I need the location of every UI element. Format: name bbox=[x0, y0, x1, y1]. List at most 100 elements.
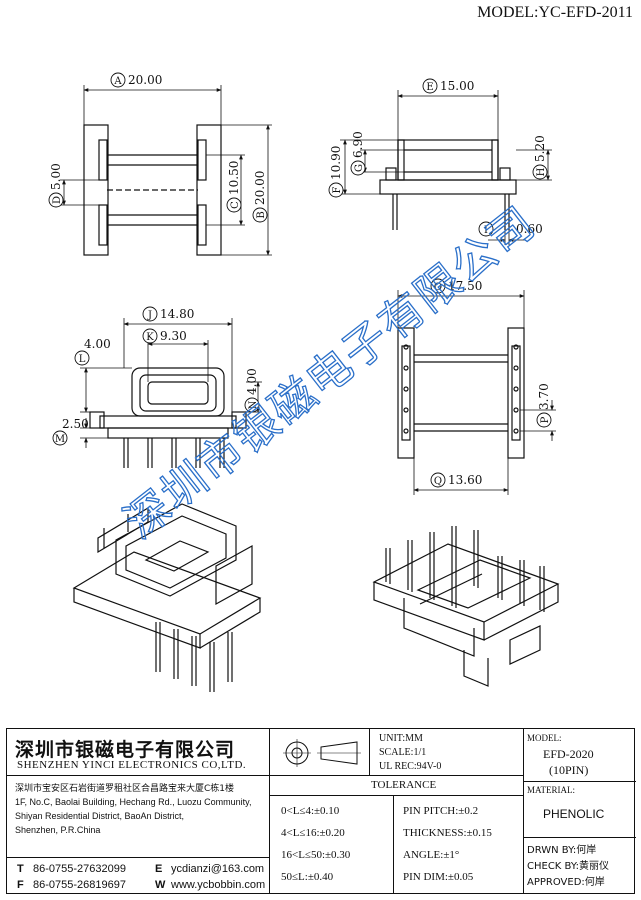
dim-marker-circle bbox=[142, 306, 158, 322]
dim-marker-circle bbox=[350, 160, 366, 176]
dim-value: 17.50 bbox=[448, 279, 482, 293]
model-value: EFD-2020 bbox=[543, 747, 594, 761]
dim-value: 3.70 bbox=[537, 383, 551, 410]
dim-marker-circle bbox=[328, 182, 344, 198]
dim-value: 2.50 bbox=[62, 417, 89, 431]
dim-marker-circle bbox=[532, 164, 548, 180]
dim-marker-circle bbox=[142, 328, 158, 344]
fax-value: 86-0755-26819697 bbox=[33, 879, 126, 891]
check-by: CHECK BY:黄丽仪 bbox=[527, 861, 610, 872]
dim-value: 4.00 bbox=[84, 337, 111, 351]
dim-letter: N bbox=[248, 400, 259, 409]
top-view bbox=[60, 85, 272, 256]
dim-f: F 10.90 bbox=[328, 146, 344, 198]
dim-marker-circle bbox=[478, 221, 494, 237]
side-view bbox=[340, 90, 552, 245]
company-address-en-3: Shenzhen, P.R.China bbox=[15, 825, 101, 835]
dim-letter: Q bbox=[434, 476, 442, 487]
dim-b: B20.00 bbox=[252, 171, 268, 223]
tel-value: 86-0755-27632099 bbox=[33, 863, 126, 875]
dim-letter: E bbox=[426, 82, 433, 93]
dim-value: 9.30 bbox=[160, 329, 187, 343]
dim-value: 15.00 bbox=[440, 79, 474, 93]
front-view bbox=[80, 318, 262, 468]
tolerance-left-4: 50≤L:±0.40 bbox=[281, 871, 334, 883]
approved-by: APPROVED:何岸 bbox=[527, 877, 605, 888]
dim-j: J 14.80 bbox=[142, 306, 194, 322]
title-block: 深圳市银磁电子有限公司 SHENZHEN YINCI ELECTRONICS C… bbox=[6, 728, 636, 894]
dim-marker-circle bbox=[244, 397, 260, 413]
dim-value: 10.90 bbox=[329, 146, 343, 180]
tolerance-right-4: PIN DIM:±0.05 bbox=[403, 871, 474, 883]
dim-value: 4.00 bbox=[245, 368, 259, 395]
company-address-en-2: Shiyan Residential District, BaoAn Distr… bbox=[15, 811, 185, 821]
dim-letter: C bbox=[230, 201, 241, 209]
dim-letter: H bbox=[536, 167, 547, 176]
tolerance-left-2: 4<L≤16:±0.20 bbox=[281, 827, 345, 839]
dim-q: Q 13.60 bbox=[430, 472, 482, 488]
dim-marker-circle bbox=[52, 430, 68, 446]
dim-letter: J bbox=[147, 310, 152, 321]
dim-e: E 15.00 bbox=[422, 78, 474, 94]
web-value[interactable]: www.ycbobbin.com bbox=[171, 879, 266, 891]
dim-marker-circle bbox=[422, 78, 438, 94]
company-name-cn: 深圳市银磁电子有限公司 bbox=[15, 739, 236, 761]
dim-letter: K bbox=[146, 332, 154, 343]
email-value[interactable]: ycdianzi@163.com bbox=[171, 863, 265, 875]
dim-letter: F bbox=[332, 186, 343, 193]
dim-value: 10.50 bbox=[227, 161, 241, 195]
dim-value: 20.00 bbox=[253, 171, 267, 205]
dim-marker-circle bbox=[48, 192, 64, 208]
dim-marker-circle bbox=[74, 350, 90, 366]
dim-letter: I bbox=[484, 225, 488, 236]
tolerance-left-1: 0<L≤4:±0.10 bbox=[281, 805, 340, 817]
iso-view-bottom bbox=[372, 526, 560, 687]
dim-k: K 9.30 bbox=[142, 328, 187, 344]
dim-letter: P bbox=[540, 416, 551, 423]
projection-symbol-icon bbox=[283, 739, 361, 767]
dim-marker-circle bbox=[252, 207, 268, 223]
tolerance-right-2: THICKNESS:±0.15 bbox=[403, 827, 492, 839]
drawn-by: DRWN BY:何岸 bbox=[527, 845, 597, 856]
company-name-en: SHENZHEN YINCI ELECTRONICS CO,LTD. bbox=[17, 759, 247, 771]
dim-o: O 17.50 bbox=[430, 278, 482, 294]
ul-text: UL REC:94V-0 bbox=[379, 761, 442, 772]
dim-g: G6.90 bbox=[350, 131, 366, 176]
dim-n: N 4.00 bbox=[244, 368, 260, 413]
dim-marker-circle bbox=[110, 72, 126, 88]
dim-value: 6.90 bbox=[351, 131, 365, 158]
fax-label: F bbox=[17, 879, 24, 891]
dim-p: P 3.70 bbox=[536, 383, 552, 428]
material-value: PHENOLIC bbox=[543, 807, 605, 821]
tolerance-right-3: ANGLE:±1° bbox=[403, 849, 460, 861]
dim-letter: O bbox=[434, 282, 442, 293]
dim-value: 13.60 bbox=[448, 473, 482, 487]
dim-letter: A bbox=[113, 76, 122, 87]
scale-text: SCALE:1/1 bbox=[379, 747, 427, 758]
web-label: W bbox=[155, 879, 166, 891]
dim-l: L 4.00 bbox=[74, 337, 111, 366]
dim-marker-circle bbox=[226, 197, 242, 213]
dim-m: M 2.50 bbox=[52, 417, 89, 446]
unit-text: UNIT:MM bbox=[379, 733, 423, 744]
tolerance-right-1: PIN PITCH:±0.2 bbox=[403, 805, 479, 817]
dim-marker-circle bbox=[430, 472, 446, 488]
dim-letter: M bbox=[55, 434, 65, 445]
model-label: MODEL: bbox=[527, 733, 562, 743]
watermark-text: 深圳市银磁电子有限公司 bbox=[115, 197, 545, 549]
bottom-view bbox=[397, 290, 556, 495]
dim-marker-circle bbox=[536, 412, 552, 428]
dim-h: H 5.20 bbox=[532, 135, 548, 180]
dim-d: D 5.00 bbox=[48, 163, 64, 208]
dim-letter: L bbox=[79, 354, 86, 365]
company-address-en-1: 1F, No.C, Baolai Building, Hechang Rd., … bbox=[15, 797, 252, 807]
dim-letter: D bbox=[52, 196, 63, 204]
dim-value: 5.00 bbox=[49, 163, 63, 190]
dim-c: C 10.50 bbox=[226, 161, 242, 213]
dim-marker-circle bbox=[430, 278, 446, 294]
dim-value: 14.80 bbox=[160, 307, 194, 321]
model-number: MODEL:YC-EFD-2011 bbox=[477, 4, 633, 21]
dim-value: 5.20 bbox=[533, 135, 547, 162]
tel-label: T bbox=[17, 863, 24, 875]
